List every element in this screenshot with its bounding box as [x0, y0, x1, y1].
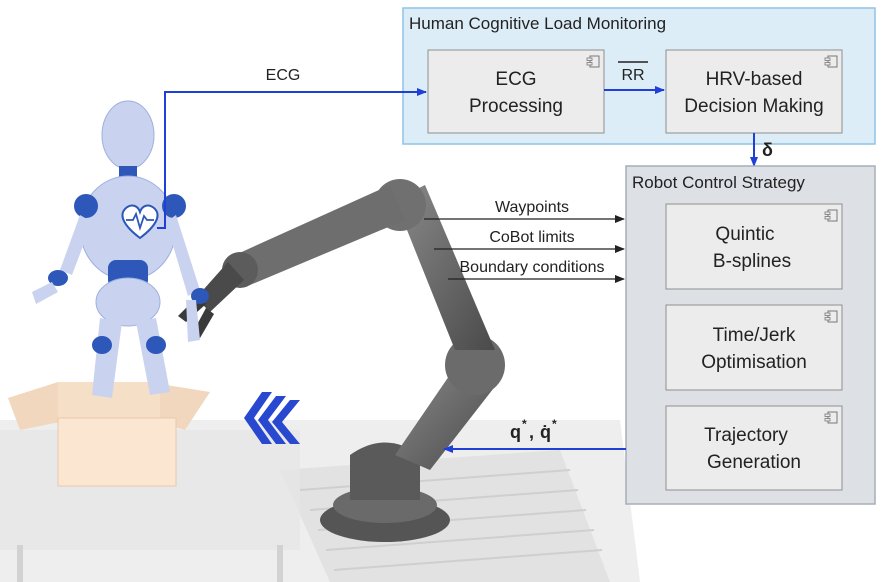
boundary-label: Boundary conditions — [460, 259, 605, 276]
qdot-star-sup: * — [552, 417, 557, 431]
ecg-signal-arrow — [157, 88, 427, 229]
hrv-decision-block: HRV-based Decision Making — [665, 49, 843, 134]
trajectory-block: Trajectory Generation — [665, 405, 843, 491]
ecg-signal-label: ECG — [266, 67, 301, 84]
component-icon — [824, 209, 838, 222]
ecg-processing-block: ECG Processing — [427, 49, 605, 134]
robot-arm — [178, 179, 505, 542]
optim-block-line-1: Time/Jerk — [713, 325, 796, 346]
component-icon — [586, 55, 600, 68]
hrv-block-line-2: Decision Making — [684, 96, 823, 117]
spline-block-line-1: Quintic — [715, 224, 774, 245]
optim-block-line-2: Optimisation — [701, 352, 807, 373]
motion-chevrons — [244, 392, 300, 444]
component-icon — [824, 310, 838, 323]
ecg-block-line-2: Processing — [469, 96, 563, 117]
cobot-limits-label: CoBot limits — [489, 229, 574, 246]
trajectory-output-label: q * , q̇ * — [510, 417, 557, 442]
monitoring-title: Human Cognitive Load Monitoring — [409, 14, 666, 33]
ecg-block-line-1: ECG — [495, 69, 536, 90]
table-legs — [17, 545, 283, 582]
hrv-block-line-1: HRV-based — [706, 69, 803, 90]
traj-block-line-2: Generation — [707, 452, 801, 473]
qdot-star-symbol: q̇ — [540, 422, 551, 442]
rr-label: RR — [621, 67, 644, 84]
q-star-symbol: q — [510, 422, 521, 442]
human-operator — [32, 100, 209, 398]
workcell-illustration — [0, 100, 640, 582]
waypoints-label: Waypoints — [495, 199, 569, 216]
q-sep: , — [529, 422, 534, 442]
strategy-title: Robot Control Strategy — [632, 173, 805, 192]
delta-label: δ — [762, 140, 773, 160]
traj-block-line-1: Trajectory — [704, 425, 788, 446]
heart-icon — [121, 204, 159, 240]
spline-block-line-2: B-splines — [713, 251, 791, 272]
component-icon — [824, 55, 838, 68]
quintic-splines-block: Quintic B-splines — [665, 203, 843, 290]
optimisation-block: Time/Jerk Optimisation — [665, 304, 843, 391]
component-icon — [824, 411, 838, 424]
q-star-sup: * — [522, 417, 527, 431]
